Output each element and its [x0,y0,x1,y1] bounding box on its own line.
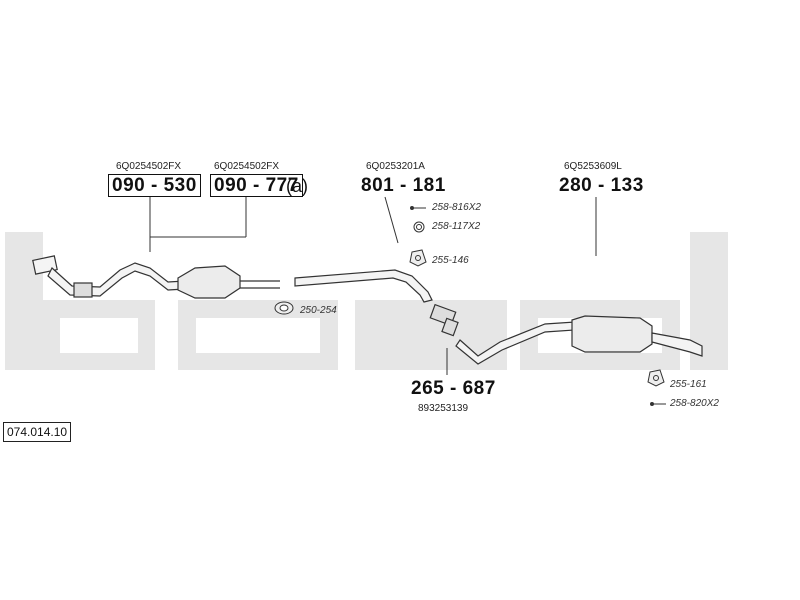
accessory-code[interactable]: 258-816X2 [432,202,481,213]
part-number[interactable]: 265 - 687 [411,378,496,399]
rubber-hanger-icon [409,249,427,267]
oem-number: 6Q0254502FX [116,161,182,172]
clamp-icon [274,301,294,315]
oem-number: 6Q0254502FX [214,161,280,172]
accessory-code[interactable]: 255-146 [432,255,469,266]
leader-lines [149,196,597,375]
part-number[interactable]: 801 - 181 [361,175,446,196]
accessory-code[interactable]: 258-117X2 [432,221,481,232]
oem-number: 6Q5253609L [564,161,622,172]
part-number[interactable]: 280 - 133 [559,175,644,196]
rear-silencer [455,315,703,365]
middle-pipe [294,269,433,303]
part-number-box: 090 - 530 [108,174,201,197]
bolt-icon [410,206,426,210]
front-pipe [32,255,186,298]
accessory-code[interactable]: 255-161 [670,379,707,390]
part-number[interactable]: 090 - 530 [108,174,201,197]
bolt-icon [650,402,666,406]
catalytic-converter [177,265,280,299]
ring-icon [413,221,425,233]
rubber-hanger-icon [647,369,665,387]
part-number-box: 090 - 777 [210,174,303,197]
oem-number: 6Q0253201A [366,161,425,172]
oem-number: 893253139 [418,403,469,414]
accessory-code[interactable]: 250-254 [300,305,337,316]
part-variant-suffix: (a) [286,176,308,196]
flange-joint [429,303,459,337]
diagram-id: 074.014.10 [3,422,72,442]
part-number[interactable]: 090 - 777 [210,174,303,197]
accessory-code[interactable]: 258-820X2 [670,398,719,409]
